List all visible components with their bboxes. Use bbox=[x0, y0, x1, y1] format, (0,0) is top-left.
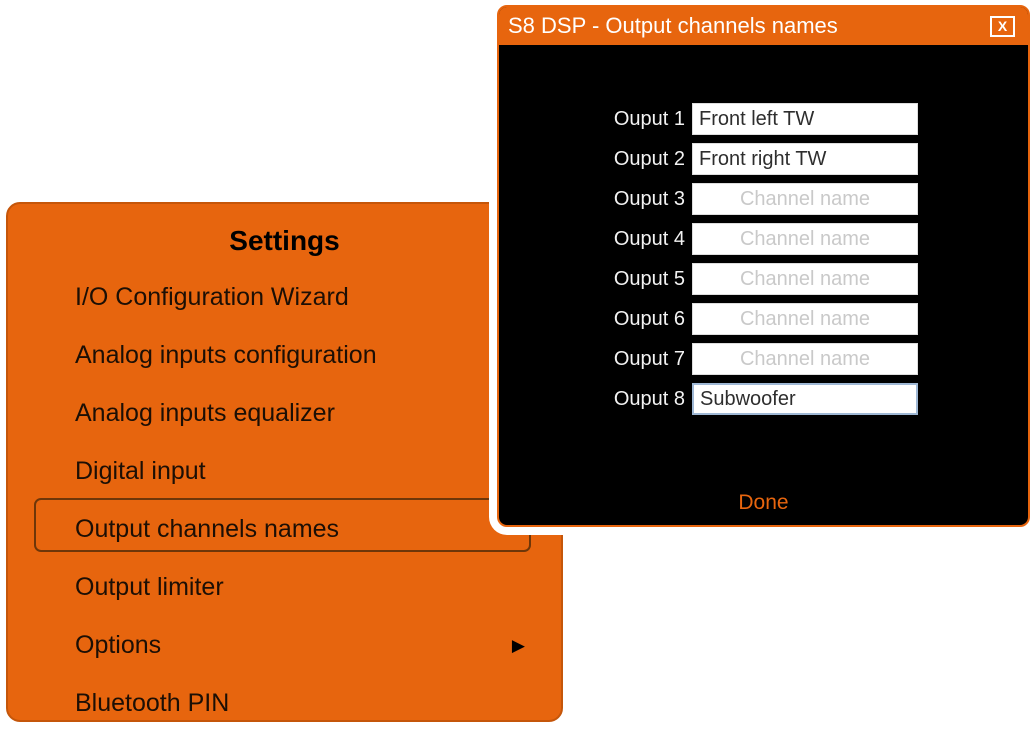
menu-item-label: Output limiter bbox=[75, 572, 224, 601]
submenu-arrow-icon: ▶ bbox=[511, 635, 525, 655]
channel-row: Ouput 7 bbox=[499, 343, 1028, 375]
channel-row: Ouput 8 bbox=[499, 383, 1028, 415]
output-7-input[interactable] bbox=[692, 343, 918, 375]
menu-item-digital-input[interactable]: Digital input bbox=[8, 442, 561, 500]
output-3-label: Ouput 3 bbox=[613, 187, 685, 210]
menu-item-label: Bluetooth PIN bbox=[75, 688, 230, 717]
settings-menu-title: Settings bbox=[229, 225, 340, 256]
channel-row: Ouput 5 bbox=[499, 263, 1028, 295]
output-6-input[interactable] bbox=[692, 303, 918, 335]
menu-item-analog-inputs-configuration[interactable]: Analog inputs configuration bbox=[8, 326, 561, 384]
menu-item-label: Options bbox=[75, 630, 162, 659]
menu-item-analog-inputs-equalizer[interactable]: Analog inputs equalizer bbox=[8, 384, 561, 442]
output-1-input[interactable] bbox=[692, 103, 918, 135]
channel-row: Ouput 4 bbox=[499, 223, 1028, 255]
output-6-label: Ouput 6 bbox=[613, 307, 685, 330]
output-channels-names-dialog: S8 DSP - Output channels names X Ouput 1… bbox=[497, 5, 1030, 527]
output-3-input[interactable] bbox=[692, 183, 918, 215]
channel-row: Ouput 3 bbox=[499, 183, 1028, 215]
output-2-label: Ouput 2 bbox=[613, 147, 685, 170]
menu-item-label: Analog inputs equalizer bbox=[75, 398, 335, 427]
menu-item-label: Digital input bbox=[75, 456, 206, 485]
close-icon: X bbox=[997, 18, 1008, 34]
menu-item-options[interactable]: Options ▶ bbox=[8, 616, 561, 674]
done-button[interactable]: Done bbox=[738, 491, 789, 514]
channel-row: Ouput 1 bbox=[499, 103, 1028, 135]
menu-item-label: I/O Configuration Wizard bbox=[75, 282, 349, 311]
output-2-input[interactable] bbox=[692, 143, 918, 175]
output-4-label: Ouput 4 bbox=[613, 227, 685, 250]
output-5-input[interactable] bbox=[692, 263, 918, 295]
output-4-input[interactable] bbox=[692, 223, 918, 255]
output-5-label: Ouput 5 bbox=[613, 267, 685, 290]
channel-row: Ouput 2 bbox=[499, 143, 1028, 175]
menu-item-io-configuration-wizard[interactable]: I/O Configuration Wizard bbox=[8, 268, 561, 326]
output-1-label: Ouput 1 bbox=[613, 107, 685, 130]
dialog-title: S8 DSP - Output channels names bbox=[508, 13, 838, 38]
output-7-label: Ouput 7 bbox=[613, 347, 685, 370]
menu-item-output-limiter[interactable]: Output limiter bbox=[8, 558, 561, 616]
channel-rows: Ouput 1 Ouput 2 Ouput 3 Ouput 4 Ouput 5 … bbox=[499, 45, 1028, 415]
dialog-titlebar[interactable]: S8 DSP - Output channels names X bbox=[499, 7, 1028, 45]
menu-item-label: Output channels names bbox=[75, 514, 340, 543]
settings-menu: Settings I/O Configuration Wizard Analog… bbox=[6, 202, 563, 722]
close-button[interactable]: X bbox=[990, 15, 1015, 37]
menu-item-bluetooth-pin[interactable]: Bluetooth PIN bbox=[8, 674, 561, 720]
menu-item-label: Analog inputs configuration bbox=[75, 340, 377, 369]
channel-row: Ouput 6 bbox=[499, 303, 1028, 335]
menu-item-output-channels-names[interactable]: Output channels names bbox=[8, 500, 561, 558]
output-8-label: Ouput 8 bbox=[613, 387, 685, 410]
output-8-input[interactable] bbox=[692, 383, 918, 415]
